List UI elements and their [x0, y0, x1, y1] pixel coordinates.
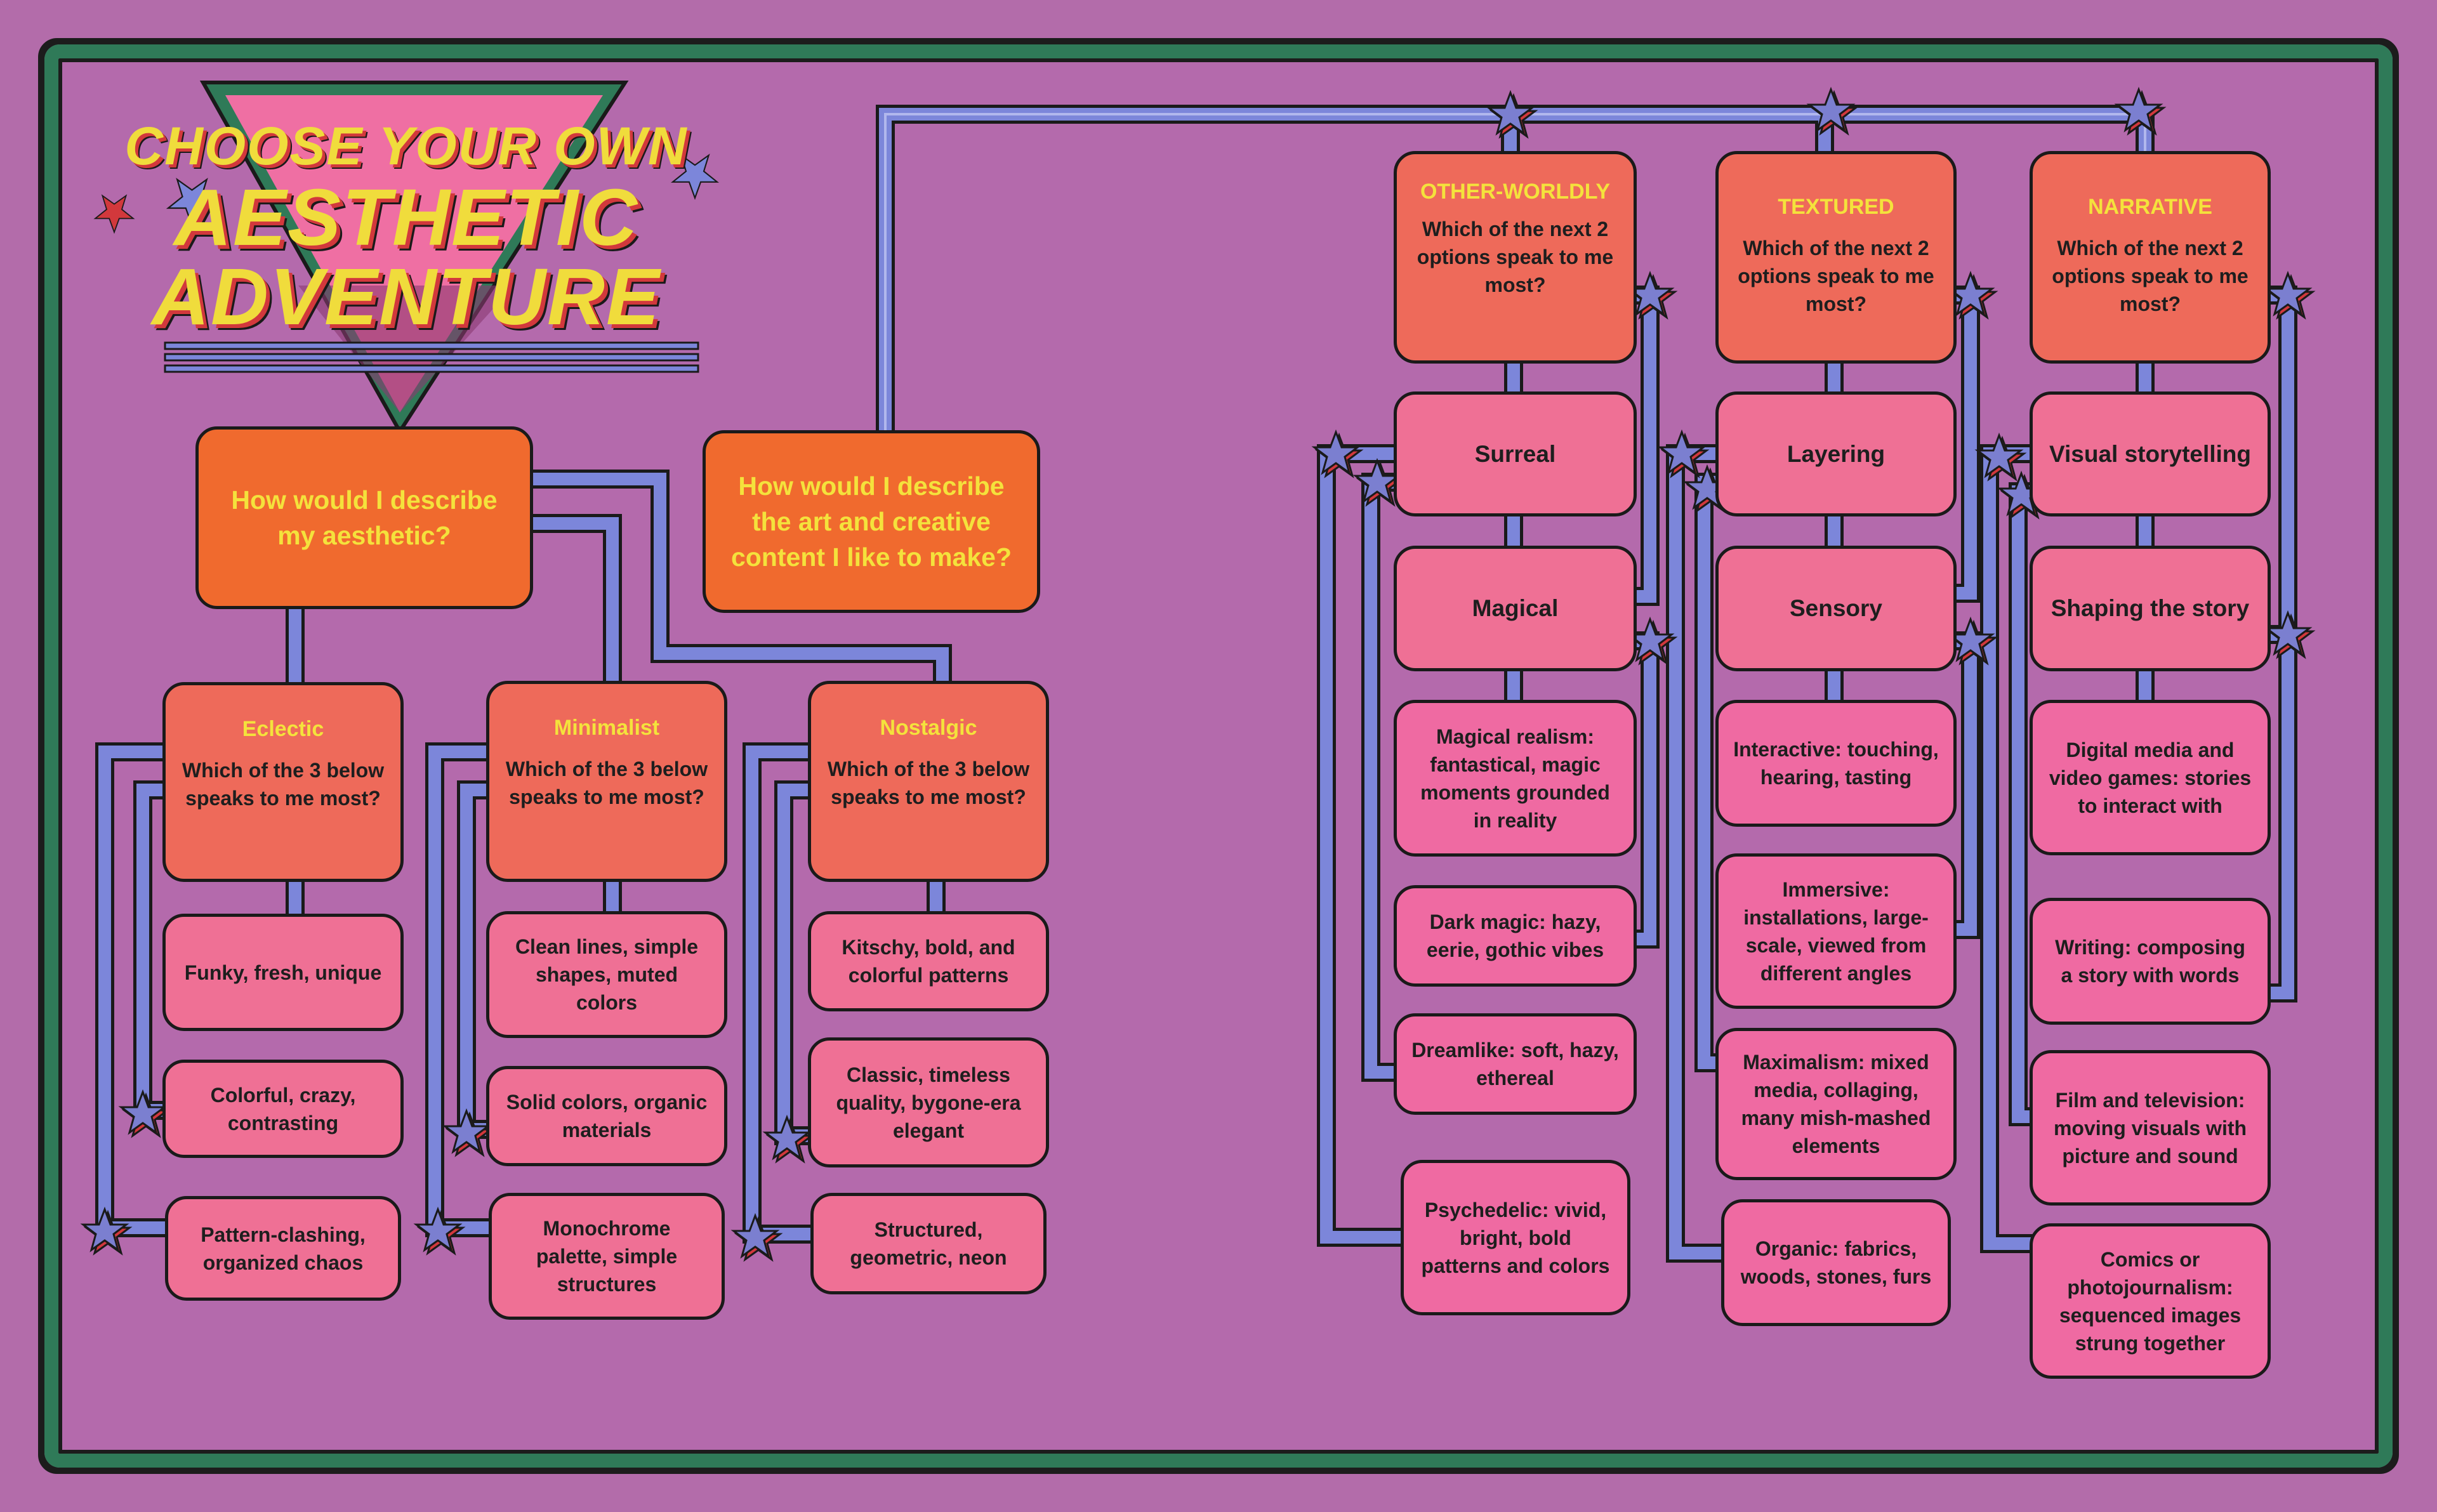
- shaping-story-label: Shaping the story: [2051, 595, 2250, 621]
- outer-frame: [38, 38, 2399, 1474]
- question-aesthetic[interactable]: How would I describe my aesthetic?: [195, 426, 533, 609]
- answer-dreamlike[interactable]: Dreamlike: soft, hazy, ethereal: [1394, 1013, 1637, 1115]
- layering-label: Layering: [1786, 440, 1886, 467]
- eclectic-heading: Eclectic: [242, 717, 324, 741]
- textured-option-sensory[interactable]: Sensory: [1715, 546, 1957, 671]
- magical-label: Magical: [1472, 595, 1559, 621]
- answer-film-television-text: Film and television: moving visuals with…: [2053, 1088, 2247, 1167]
- answer-comics-text: Comics or photojournalism: sequenced ima…: [2059, 1247, 2242, 1355]
- otherworldly-box[interactable]: OTHER-WORLDLY Which of the next 2 option…: [1394, 151, 1637, 364]
- minimalist-option-3-text: Monochrome palette, simple structures: [536, 1217, 678, 1296]
- textured-box[interactable]: TEXTURED Which of the next 2 options spe…: [1715, 151, 1957, 364]
- nostalgic-option-3[interactable]: Structured, geometric, neon: [810, 1193, 1047, 1294]
- minimalist-box[interactable]: Minimalist Which of the 3 below speaks t…: [486, 681, 727, 882]
- eclectic-prompt: Which of the 3 below speaks to me most?: [182, 759, 385, 810]
- eclectic-option-2-text: Colorful, crazy, contrasting: [210, 1083, 356, 1134]
- nostalgic-option-2[interactable]: Classic, timeless quality, bygone-era el…: [808, 1037, 1049, 1167]
- minimalist-option-1[interactable]: Clean lines, simple shapes, muted colors: [486, 911, 727, 1038]
- answer-immersive[interactable]: Immersive: installations, large-scale, v…: [1715, 853, 1957, 1009]
- triangle-emblem: [93, 81, 719, 435]
- question-aesthetic-text: How would I describe my aesthetic?: [231, 485, 498, 550]
- sensory-label: Sensory: [1789, 595, 1882, 621]
- eclectic-option-3[interactable]: Pattern-clashing, organized chaos: [165, 1196, 401, 1301]
- minimalist-option-2[interactable]: Solid colors, organic materials: [486, 1066, 727, 1166]
- narrative-heading: NARRATIVE: [2088, 195, 2212, 219]
- answer-interactive[interactable]: Interactive: touching, hearing, tasting: [1715, 700, 1957, 827]
- minimalist-option-2-text: Solid colors, organic materials: [506, 1091, 708, 1141]
- nostalgic-box[interactable]: Nostalgic Which of the 3 below speaks to…: [808, 681, 1049, 882]
- answer-writing-text: Writing: composing a story with words: [2055, 936, 2245, 987]
- otherworldly-option-magical[interactable]: Magical: [1394, 546, 1637, 671]
- answer-dark-magic-text: Dark magic: hazy, eerie, gothic vibes: [1426, 910, 1604, 961]
- answer-dreamlike-text: Dreamlike: soft, hazy, ethereal: [1411, 1039, 1619, 1089]
- minimalist-prompt: Which of the 3 below speaks to me most?: [505, 758, 708, 808]
- nostalgic-option-2-text: Classic, timeless quality, bygone-era el…: [836, 1063, 1021, 1142]
- answer-dark-magic[interactable]: Dark magic: hazy, eerie, gothic vibes: [1394, 885, 1637, 987]
- otherworldly-option-surreal[interactable]: Surreal: [1394, 391, 1637, 516]
- answer-film-television[interactable]: Film and television: moving visuals with…: [2030, 1050, 2271, 1206]
- answer-psychedelic[interactable]: Psychedelic: vivid, bright, bold pattern…: [1401, 1160, 1630, 1315]
- question-creative-text: How would I describe the art and creativ…: [731, 471, 1012, 572]
- nostalgic-option-1-text: Kitschy, bold, and colorful patterns: [842, 936, 1015, 987]
- narrative-box[interactable]: NARRATIVE Which of the next 2 options sp…: [2030, 151, 2271, 364]
- nostalgic-option-1[interactable]: Kitschy, bold, and colorful patterns: [808, 911, 1049, 1011]
- surreal-label: Surreal: [1474, 440, 1556, 467]
- answer-psychedelic-text: Psychedelic: vivid, bright, bold pattern…: [1421, 1198, 1610, 1277]
- nostalgic-option-3-text: Structured, geometric, neon: [850, 1218, 1007, 1269]
- answer-comics[interactable]: Comics or photojournalism: sequenced ima…: [2030, 1223, 2271, 1379]
- minimalist-option-1-text: Clean lines, simple shapes, muted colors: [515, 935, 699, 1014]
- narrative-option-shaping-story[interactable]: Shaping the story: [2030, 546, 2271, 671]
- nostalgic-heading: Nostalgic: [880, 716, 977, 740]
- answer-interactive-text: Interactive: touching, hearing, tasting: [1733, 738, 1939, 789]
- minimalist-heading: Minimalist: [553, 716, 660, 740]
- title-graphic: CHOOSE YOUR OWN AESTHETIC ADVENTURE: [70, 76, 743, 444]
- answer-magical-realism-text: Magical realism: fantastical, magic mome…: [1420, 725, 1610, 832]
- minimalist-option-3[interactable]: Monochrome palette, simple structures: [489, 1193, 725, 1320]
- eclectic-option-2[interactable]: Colorful, crazy, contrasting: [162, 1060, 404, 1158]
- answer-maximalism-text: Maximalism: mixed media, collaging, many…: [1741, 1051, 1931, 1157]
- nostalgic-prompt: Which of the 3 below speaks to me most?: [827, 758, 1030, 808]
- textured-heading: TEXTURED: [1778, 195, 1894, 219]
- otherworldly-prompt: Which of the next 2 options speak to me …: [1417, 218, 1614, 296]
- visual-storytelling-label: Visual storytelling: [2049, 440, 2252, 467]
- textured-prompt: Which of the next 2 options speak to me …: [1738, 237, 1934, 315]
- question-creative-content[interactable]: How would I describe the art and creativ…: [703, 430, 1040, 613]
- answer-immersive-text: Immersive: installations, large-scale, v…: [1743, 878, 1929, 985]
- title-line-1: CHOOSE YOUR OWN: [124, 116, 688, 176]
- title-line-3: ADVENTURE: [151, 252, 661, 341]
- narrative-option-visual-storytelling[interactable]: Visual storytelling: [2030, 391, 2271, 516]
- answer-organic-text: Organic: fabrics, woods, stones, furs: [1740, 1237, 1932, 1288]
- green-border: [44, 44, 2393, 1468]
- eclectic-option-1[interactable]: Funky, fresh, unique: [162, 914, 404, 1031]
- textured-option-layering[interactable]: Layering: [1715, 391, 1957, 516]
- answer-digital-media[interactable]: Digital media and video games: stories t…: [2030, 700, 2271, 855]
- eclectic-box[interactable]: Eclectic Which of the 3 below speaks to …: [162, 682, 404, 882]
- narrative-prompt: Which of the next 2 options speak to me …: [2052, 237, 2249, 315]
- answer-magical-realism[interactable]: Magical realism: fantastical, magic mome…: [1394, 700, 1637, 857]
- eclectic-option-1-text: Funky, fresh, unique: [184, 961, 382, 984]
- answer-maximalism[interactable]: Maximalism: mixed media, collaging, many…: [1715, 1028, 1957, 1180]
- eclectic-option-3-text: Pattern-clashing, organized chaos: [201, 1223, 366, 1274]
- otherworldly-heading: OTHER-WORLDLY: [1420, 180, 1611, 204]
- answer-digital-media-text: Digital media and video games: stories t…: [2049, 738, 2252, 817]
- answer-writing[interactable]: Writing: composing a story with words: [2030, 898, 2271, 1025]
- title-line-2: AESTHETIC: [173, 173, 639, 262]
- answer-organic[interactable]: Organic: fabrics, woods, stones, furs: [1721, 1199, 1951, 1326]
